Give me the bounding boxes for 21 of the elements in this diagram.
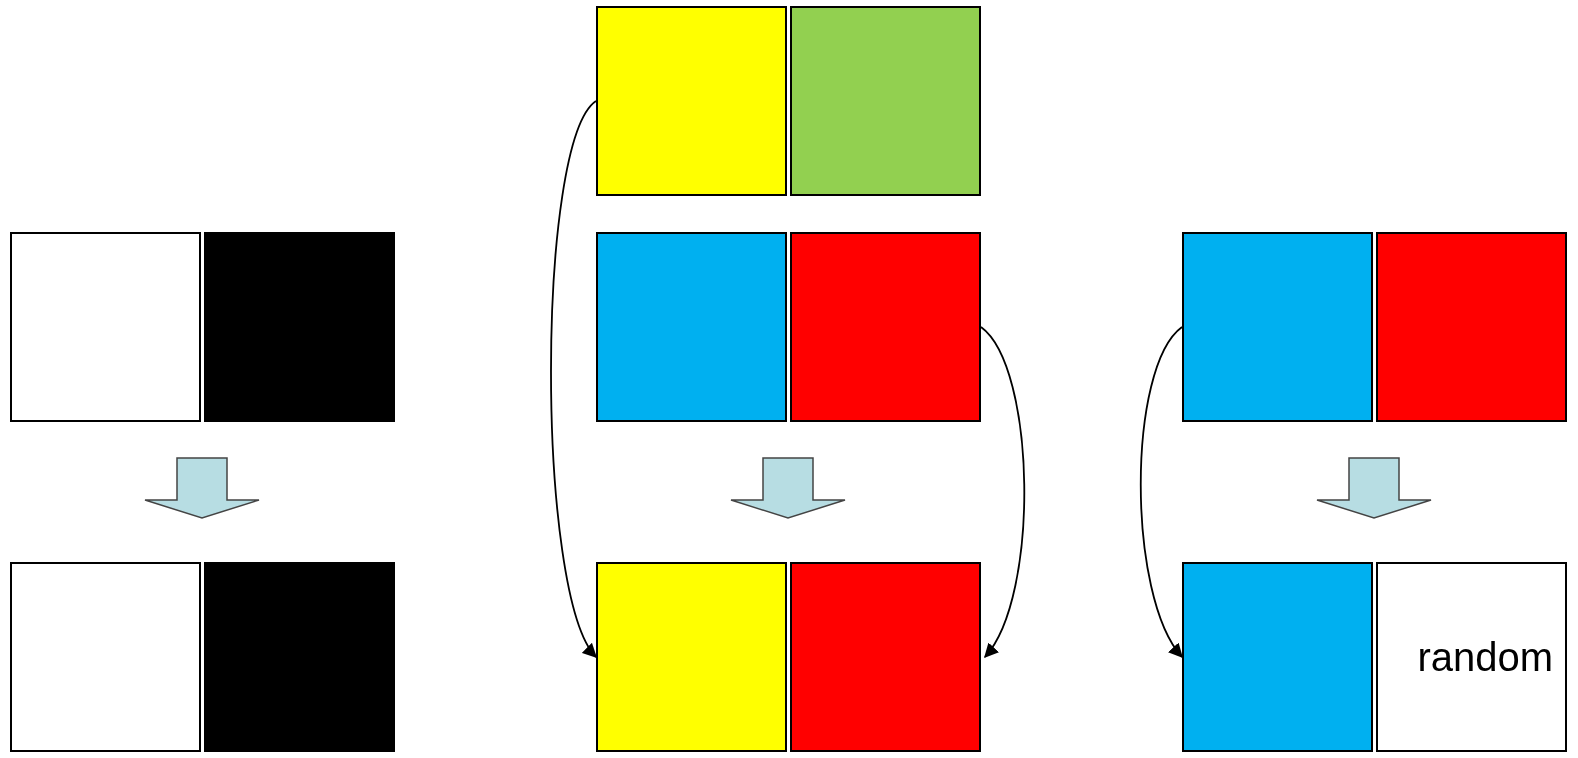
square-label: random [1417,637,1553,677]
color-square [204,562,395,752]
curved-arrow [1139,326,1183,659]
block-arrow [144,457,260,519]
color-square [10,562,201,752]
color-square [1182,562,1373,752]
color-square [790,6,981,196]
block-arrow [1316,457,1432,519]
curved-arrow [980,326,1026,659]
curved-arrow [550,100,597,659]
color-square [10,232,201,422]
block-arrow [730,457,846,519]
color-square [596,6,787,196]
color-square [790,232,981,422]
color-square [790,562,981,752]
color-square [204,232,395,422]
color-square [1376,232,1567,422]
color-square [1182,232,1373,422]
color-square [596,562,787,752]
color-square [596,232,787,422]
text-square [1376,562,1567,752]
